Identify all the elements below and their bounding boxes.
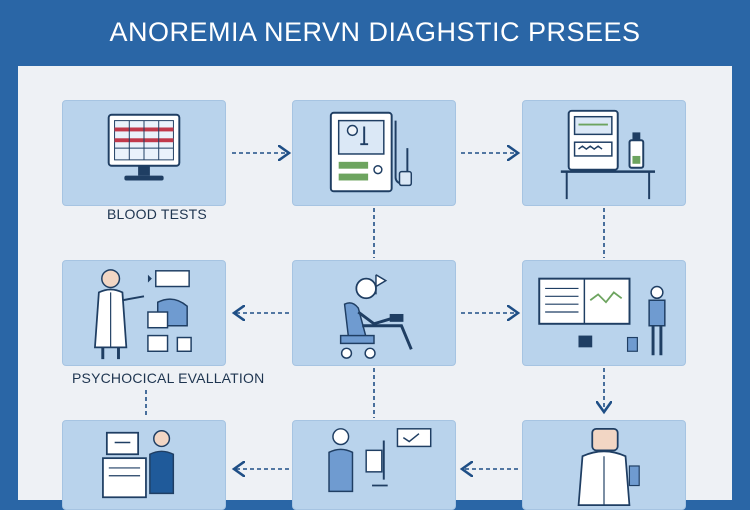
diagram-title: ANOREMIA NERVN DIAGHSTIC PRSEES bbox=[109, 16, 641, 47]
card-lab-analyzer bbox=[292, 100, 456, 206]
computer-monitor-icon bbox=[107, 113, 181, 181]
chart-review-icon bbox=[538, 277, 666, 356]
card-patient-chair bbox=[292, 260, 456, 366]
doctor-icon bbox=[577, 427, 640, 506]
card-physical-exam bbox=[292, 420, 456, 510]
card-imaging bbox=[62, 420, 226, 510]
lab-bench-icon bbox=[560, 109, 656, 200]
card-results-review bbox=[522, 260, 686, 366]
patient-in-chair-icon bbox=[339, 274, 413, 359]
card-doctor-diagnosis bbox=[522, 420, 686, 510]
doctor-consultation-icon bbox=[93, 269, 192, 360]
lab-analyzer-icon bbox=[329, 111, 413, 193]
imaging-station-icon bbox=[102, 430, 175, 499]
physical-exam-icon bbox=[328, 428, 432, 493]
card-lab-bench bbox=[522, 100, 686, 206]
card-blood-tests bbox=[62, 100, 226, 206]
label-blood-tests: BLOOD TESTS bbox=[107, 206, 207, 222]
label-psych-evaluation: PSYCHOCICAL EVALLATION bbox=[72, 370, 265, 386]
card-psych-evaluation bbox=[62, 260, 226, 366]
